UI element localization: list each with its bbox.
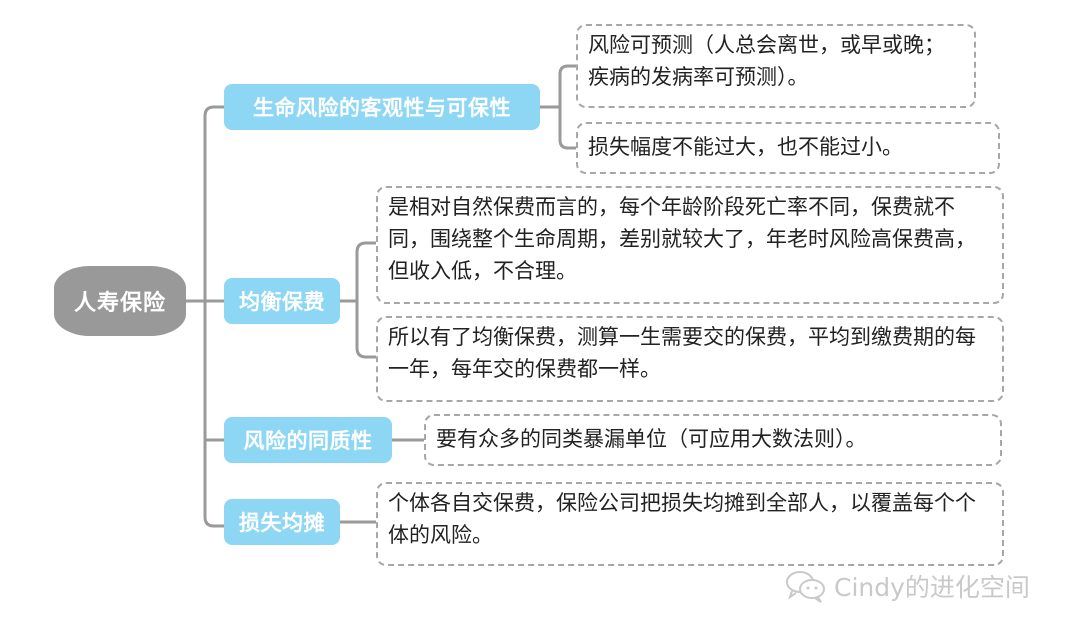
branch-label: 生命风险的客观性与可保性: [253, 96, 511, 120]
branch-level-premium[interactable]: 均衡保费: [224, 278, 340, 324]
branch-homogeneity[interactable]: 风险的同质性: [224, 417, 392, 463]
leaf-text: 损失幅度不能过大，也不能过小。: [588, 135, 903, 159]
wechat-icon: [786, 571, 825, 603]
leaf-text: 个体各自交保费，保险公司把损失均摊到全部人，以覆盖每个个体的风险。: [388, 491, 976, 547]
leaf-loss-magnitude[interactable]: 损失幅度不能过大，也不能过小。: [576, 122, 1000, 174]
leaf-text: 风险可预测（人总会离世，或早或晚；疾病的发病率可预测）。: [588, 33, 945, 89]
branch-label: 损失均摊: [239, 511, 325, 535]
leaf-exposure-units[interactable]: 要有众多的同类暴漏单位（可应用大数法则）。: [424, 414, 1002, 466]
watermark: Cindy的进化空间: [784, 568, 1030, 604]
leaf-text: 要有众多的同类暴漏单位（可应用大数法则）。: [436, 427, 867, 451]
branch-label: 均衡保费: [239, 290, 325, 314]
root-label: 人寿保险: [73, 291, 166, 316]
leaf-natural-premium[interactable]: 是相对自然保费而言的，每个年龄阶段死亡率不同，保费就不同，围绕整个生命周期，差别…: [376, 186, 1004, 304]
branch-label: 风险的同质性: [243, 429, 373, 453]
leaf-loss-sharing[interactable]: 个体各自交保费，保险公司把损失均摊到全部人，以覆盖每个个体的风险。: [376, 482, 1004, 566]
branch-loss-sharing[interactable]: 损失均摊: [224, 499, 340, 545]
branch-life-risk[interactable]: 生命风险的客观性与可保性: [224, 84, 540, 130]
leaf-text: 是相对自然保费而言的，每个年龄阶段死亡率不同，保费就不同，围绕整个生命周期，差别…: [388, 195, 976, 283]
leaf-risk-predictable[interactable]: 风险可预测（人总会离世，或早或晚；疾病的发病率可预测）。: [576, 24, 976, 108]
root-node[interactable]: 人寿保险: [54, 266, 186, 336]
leaf-level-premium-explained[interactable]: 所以有了均衡保费，测算一生需要交的保费，平均到缴费期的每一年，每年交的保费都一样…: [376, 316, 1004, 402]
watermark-text: Cindy的进化空间: [834, 573, 1030, 602]
leaf-text: 所以有了均衡保费，测算一生需要交的保费，平均到缴费期的每一年，每年交的保费都一样…: [388, 325, 976, 381]
